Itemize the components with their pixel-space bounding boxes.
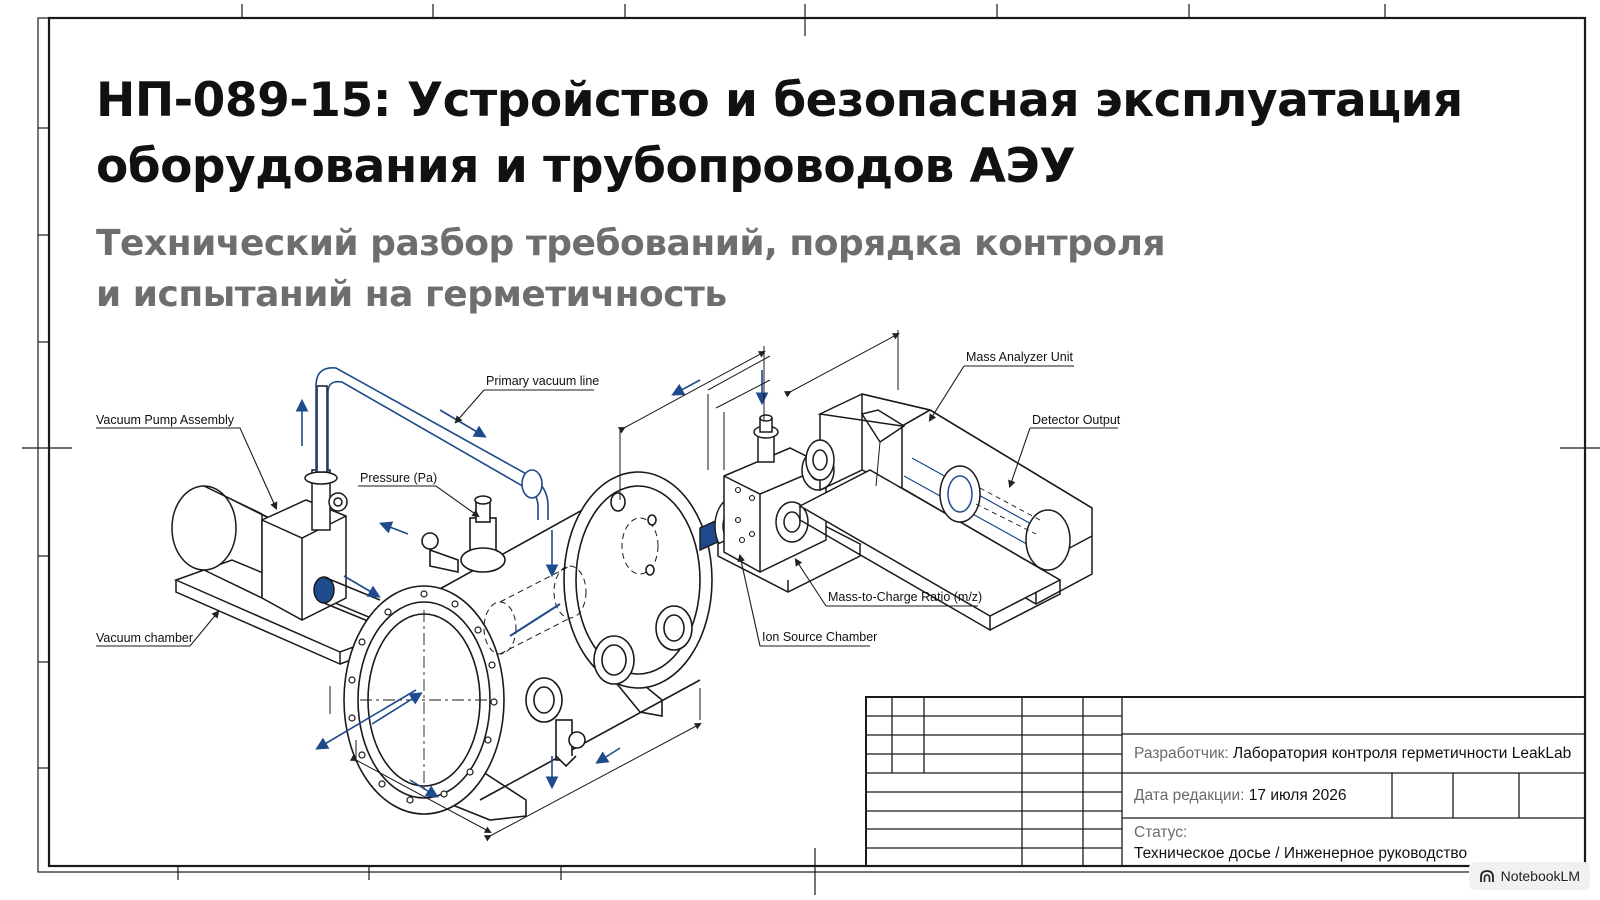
callout-leaders (96, 365, 1118, 647)
page-subtitle-line-2: и испытаний на герметичность (96, 274, 727, 315)
notebooklm-label: NotebookLM (1500, 868, 1580, 884)
label-vacuum-pump-assembly: Vacuum Pump Assembly (96, 413, 235, 427)
mass-analyzer-unit (798, 393, 1093, 632)
dimension-lines (329, 330, 900, 842)
page-title-line-1: НП-089-15: Устройство и безопасная экспл… (96, 73, 1463, 128)
status-value: Техническое досье / Инженерное руководст… (1134, 845, 1468, 862)
developer-value: Лаборатория контроля герметичности LeakL… (1233, 745, 1572, 762)
notebooklm-badge[interactable]: NotebookLM (1468, 862, 1590, 890)
title-block-grid (865, 696, 1586, 867)
label-vacuum-chamber: Vacuum chamber (96, 631, 193, 645)
callout-labels: Vacuum Pump Assembly Primary vacuum line… (96, 350, 1121, 645)
title-block-developer: Разработчик: Лаборатория контроля гермет… (1134, 745, 1571, 763)
page-title: НП-089-15: Устройство и безопасная экспл… (96, 68, 1536, 200)
page-subtitle: Технический разбор требований, порядка к… (96, 218, 1196, 320)
label-mass-analyzer-unit: Mass Analyzer Unit (966, 350, 1074, 364)
title-block-status-key: Статус: (1134, 824, 1187, 842)
label-primary-vacuum-line: Primary vacuum line (486, 374, 599, 388)
label-mass-to-charge: Mass-to-Charge Ratio (m/z) (828, 590, 982, 604)
primary-vacuum-line (315, 367, 549, 520)
title-block-revision: Дата редакции: 17 июля 2026 (1134, 787, 1347, 805)
vacuum-chamber (343, 471, 713, 821)
vacuum-pump-assembly (171, 385, 403, 666)
label-ion-source-chamber: Ion Source Chamber (762, 630, 877, 644)
developer-key: Разработчик: (1134, 745, 1229, 762)
revision-value: 17 июля 2026 (1248, 787, 1347, 804)
page-title-line-2: оборудования и трубопроводов АЭУ (96, 139, 1076, 194)
page-subtitle-line-1: Технический разбор требований, порядка к… (96, 223, 1166, 264)
revision-key: Дата редакции: (1134, 787, 1245, 804)
label-detector-output: Detector Output (1032, 413, 1121, 427)
title-block-status-value: Техническое досье / Инженерное руководст… (1134, 845, 1467, 863)
sheet-frame (22, 4, 1600, 895)
status-key: Статус: (1134, 824, 1188, 841)
notebooklm-logo-icon (1479, 870, 1494, 882)
label-pressure: Pressure (Pa) (360, 471, 437, 485)
